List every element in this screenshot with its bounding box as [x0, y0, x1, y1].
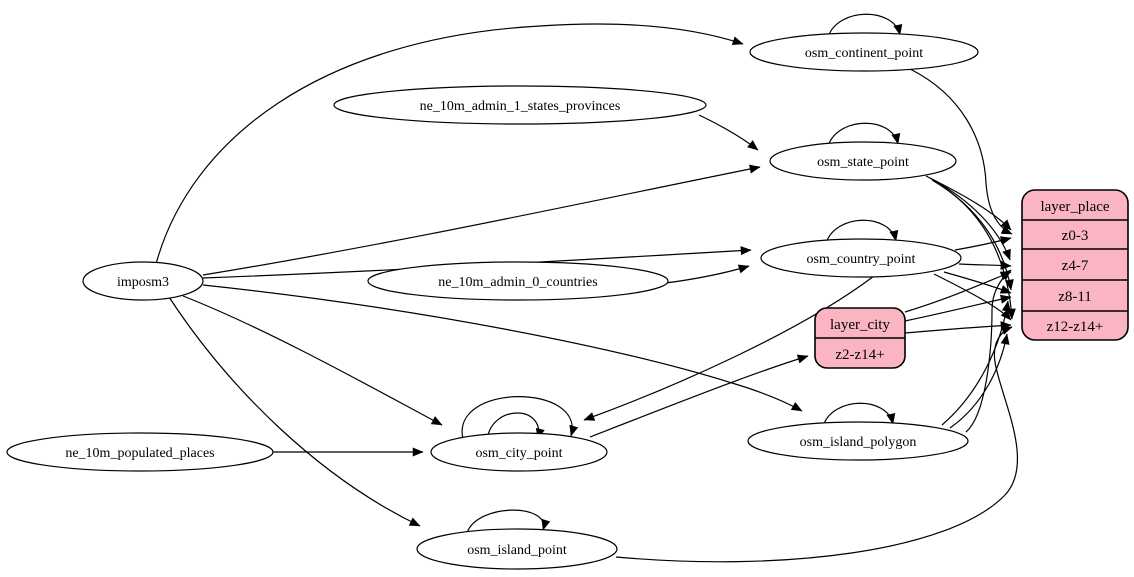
- node-osm-city-point-shape: [430, 432, 608, 472]
- edges: [155, 13, 1019, 563]
- selfloop-osm_island_polygon: [822, 402, 896, 427]
- record-layer-place-row-z12-z14: z12-z14+: [1047, 319, 1104, 335]
- record-layer-place-row-z4-7: z4-7: [1062, 258, 1089, 274]
- edge-osm_island_polygon-layer_place_z12: [949, 333, 1010, 429]
- node-osm_island_polygon: osm_island_polygon: [747, 421, 969, 461]
- record-layer_city: layer_city z2-z14+: [814, 307, 906, 369]
- node-ne10m-populated-places-label: ne_10m_populated_places: [65, 446, 214, 461]
- edge-imposm3-osm_island_polygon: [202, 284, 803, 412]
- node-ne_10m_admin_1_states_provinces: ne_10m_admin_1_states_provinces: [333, 85, 707, 125]
- edge-osm_country_point-osm_city_point: [583, 275, 875, 421]
- selfloop-osm_continent_point: [827, 13, 903, 38]
- edge-layer_city-layer_place_z8_11: [904, 294, 1012, 322]
- node-osm_continent_point: osm_continent_point: [749, 32, 979, 72]
- edge-osm_country_point-layer_place_z12: [933, 273, 1012, 321]
- edge-osm_state_point-layer_place_z4_7: [929, 177, 1011, 261]
- selfloop-osm_city_point-outer: [461, 396, 579, 440]
- edge-layer_city-layer_place_z12: [904, 321, 1012, 334]
- edge-ne10m_admin1-osm_state_point: [698, 114, 759, 151]
- selfloop-osm_state_point: [827, 122, 901, 147]
- node-ne10m-admin0-shape: [367, 261, 669, 301]
- edge-osm_continent_point-layer_place_z0_3: [909, 68, 1013, 235]
- edge-osm_island_polygon-layer_place_z4_7: [965, 269, 1012, 433]
- edge-osm_city_point-layer_city_z2: [589, 354, 809, 438]
- record-layer-place-title: layer_place: [1040, 199, 1109, 215]
- node-osm_city_point: osm_city_point: [430, 432, 608, 472]
- node-osm-state-point-shape: [769, 141, 957, 181]
- record-layer-city-row-z2-z14: z2-z14+: [835, 347, 884, 363]
- node-osm_country_point: osm_country_point: [760, 238, 962, 278]
- node-osm-island-point-shape: [416, 528, 618, 570]
- edge-osm_country_point-layer_place_z8_11: [943, 271, 1012, 294]
- node-osm_island_point: osm_island_point: [416, 528, 618, 570]
- node-osm-state-point-label: osm_state_point: [817, 155, 909, 170]
- record-layer-place-row-z0-3: z0-3: [1062, 228, 1089, 244]
- edge-osm_island_point-layer_place_z12: [615, 326, 1019, 563]
- record-layer_place: layer_place z0-3 z4-7 z8-11 z12-z14+: [1021, 189, 1129, 341]
- node-imposm3-label: imposm3: [117, 275, 169, 290]
- node-osm-continent-point-label: osm_continent_point: [805, 46, 923, 61]
- node-osm-country-point-label: osm_country_point: [807, 252, 916, 267]
- selfloop-osm_city_point-inner: [486, 412, 545, 442]
- edge-osm_country_point-layer_place_z0_3: [954, 236, 1012, 251]
- node-ne10m-admin1-label: ne_10m_admin_1_states_provinces: [420, 99, 621, 114]
- record-layer-place-row-z8-11: z8-11: [1058, 289, 1092, 305]
- node-osm_state_point: osm_state_point: [769, 141, 957, 181]
- edge-imposm3-osm_city_point: [182, 295, 443, 426]
- node-ne10m-populated-places-shape: [6, 432, 274, 472]
- node-ne10m-admin1-shape: [333, 85, 707, 125]
- edge-imposm3-osm_island_point: [168, 296, 421, 527]
- edge-ne10m_admin0-osm_country_point: [665, 264, 750, 284]
- edge-osm_state_point-layer_place_z8_11: [931, 179, 1014, 291]
- edge-osm_island_polygon-layer_place_z8_11: [941, 300, 1011, 426]
- node-osm-city-point-label: osm_city_point: [475, 446, 562, 461]
- node-ne_10m_admin_0_countries: ne_10m_admin_0_countries: [367, 261, 669, 301]
- selfloop-osm_island_point: [466, 509, 551, 534]
- node-osm-island-polygon-label: osm_island_polygon: [800, 435, 917, 450]
- node-imposm3-shape: [82, 261, 204, 301]
- record-layer-place-box: [1021, 189, 1129, 341]
- node-osm-island-polygon-shape: [747, 421, 969, 461]
- selfloop-osm_country_point: [825, 219, 899, 244]
- node-osm-island-point-label: osm_island_point: [467, 543, 567, 558]
- nodes: imposm3 ne_10m_admin_1_states_provinces …: [6, 32, 979, 570]
- node-ne10m-admin0-label: ne_10m_admin_0_countries: [438, 275, 597, 290]
- record-layer-city-title: layer_city: [830, 317, 890, 333]
- node-ne_10m_populated_places: ne_10m_populated_places: [6, 432, 274, 472]
- node-osm-country-point-shape: [760, 238, 962, 278]
- edge-osm_country_point-layer_place_z4_7: [958, 260, 1012, 270]
- node-osm-continent-point-shape: [749, 32, 979, 72]
- node-imposm3: imposm3: [82, 261, 204, 301]
- edge-imposm3-osm_state_point: [202, 164, 761, 276]
- edge-imposm3-osm_continent_point: [155, 23, 744, 265]
